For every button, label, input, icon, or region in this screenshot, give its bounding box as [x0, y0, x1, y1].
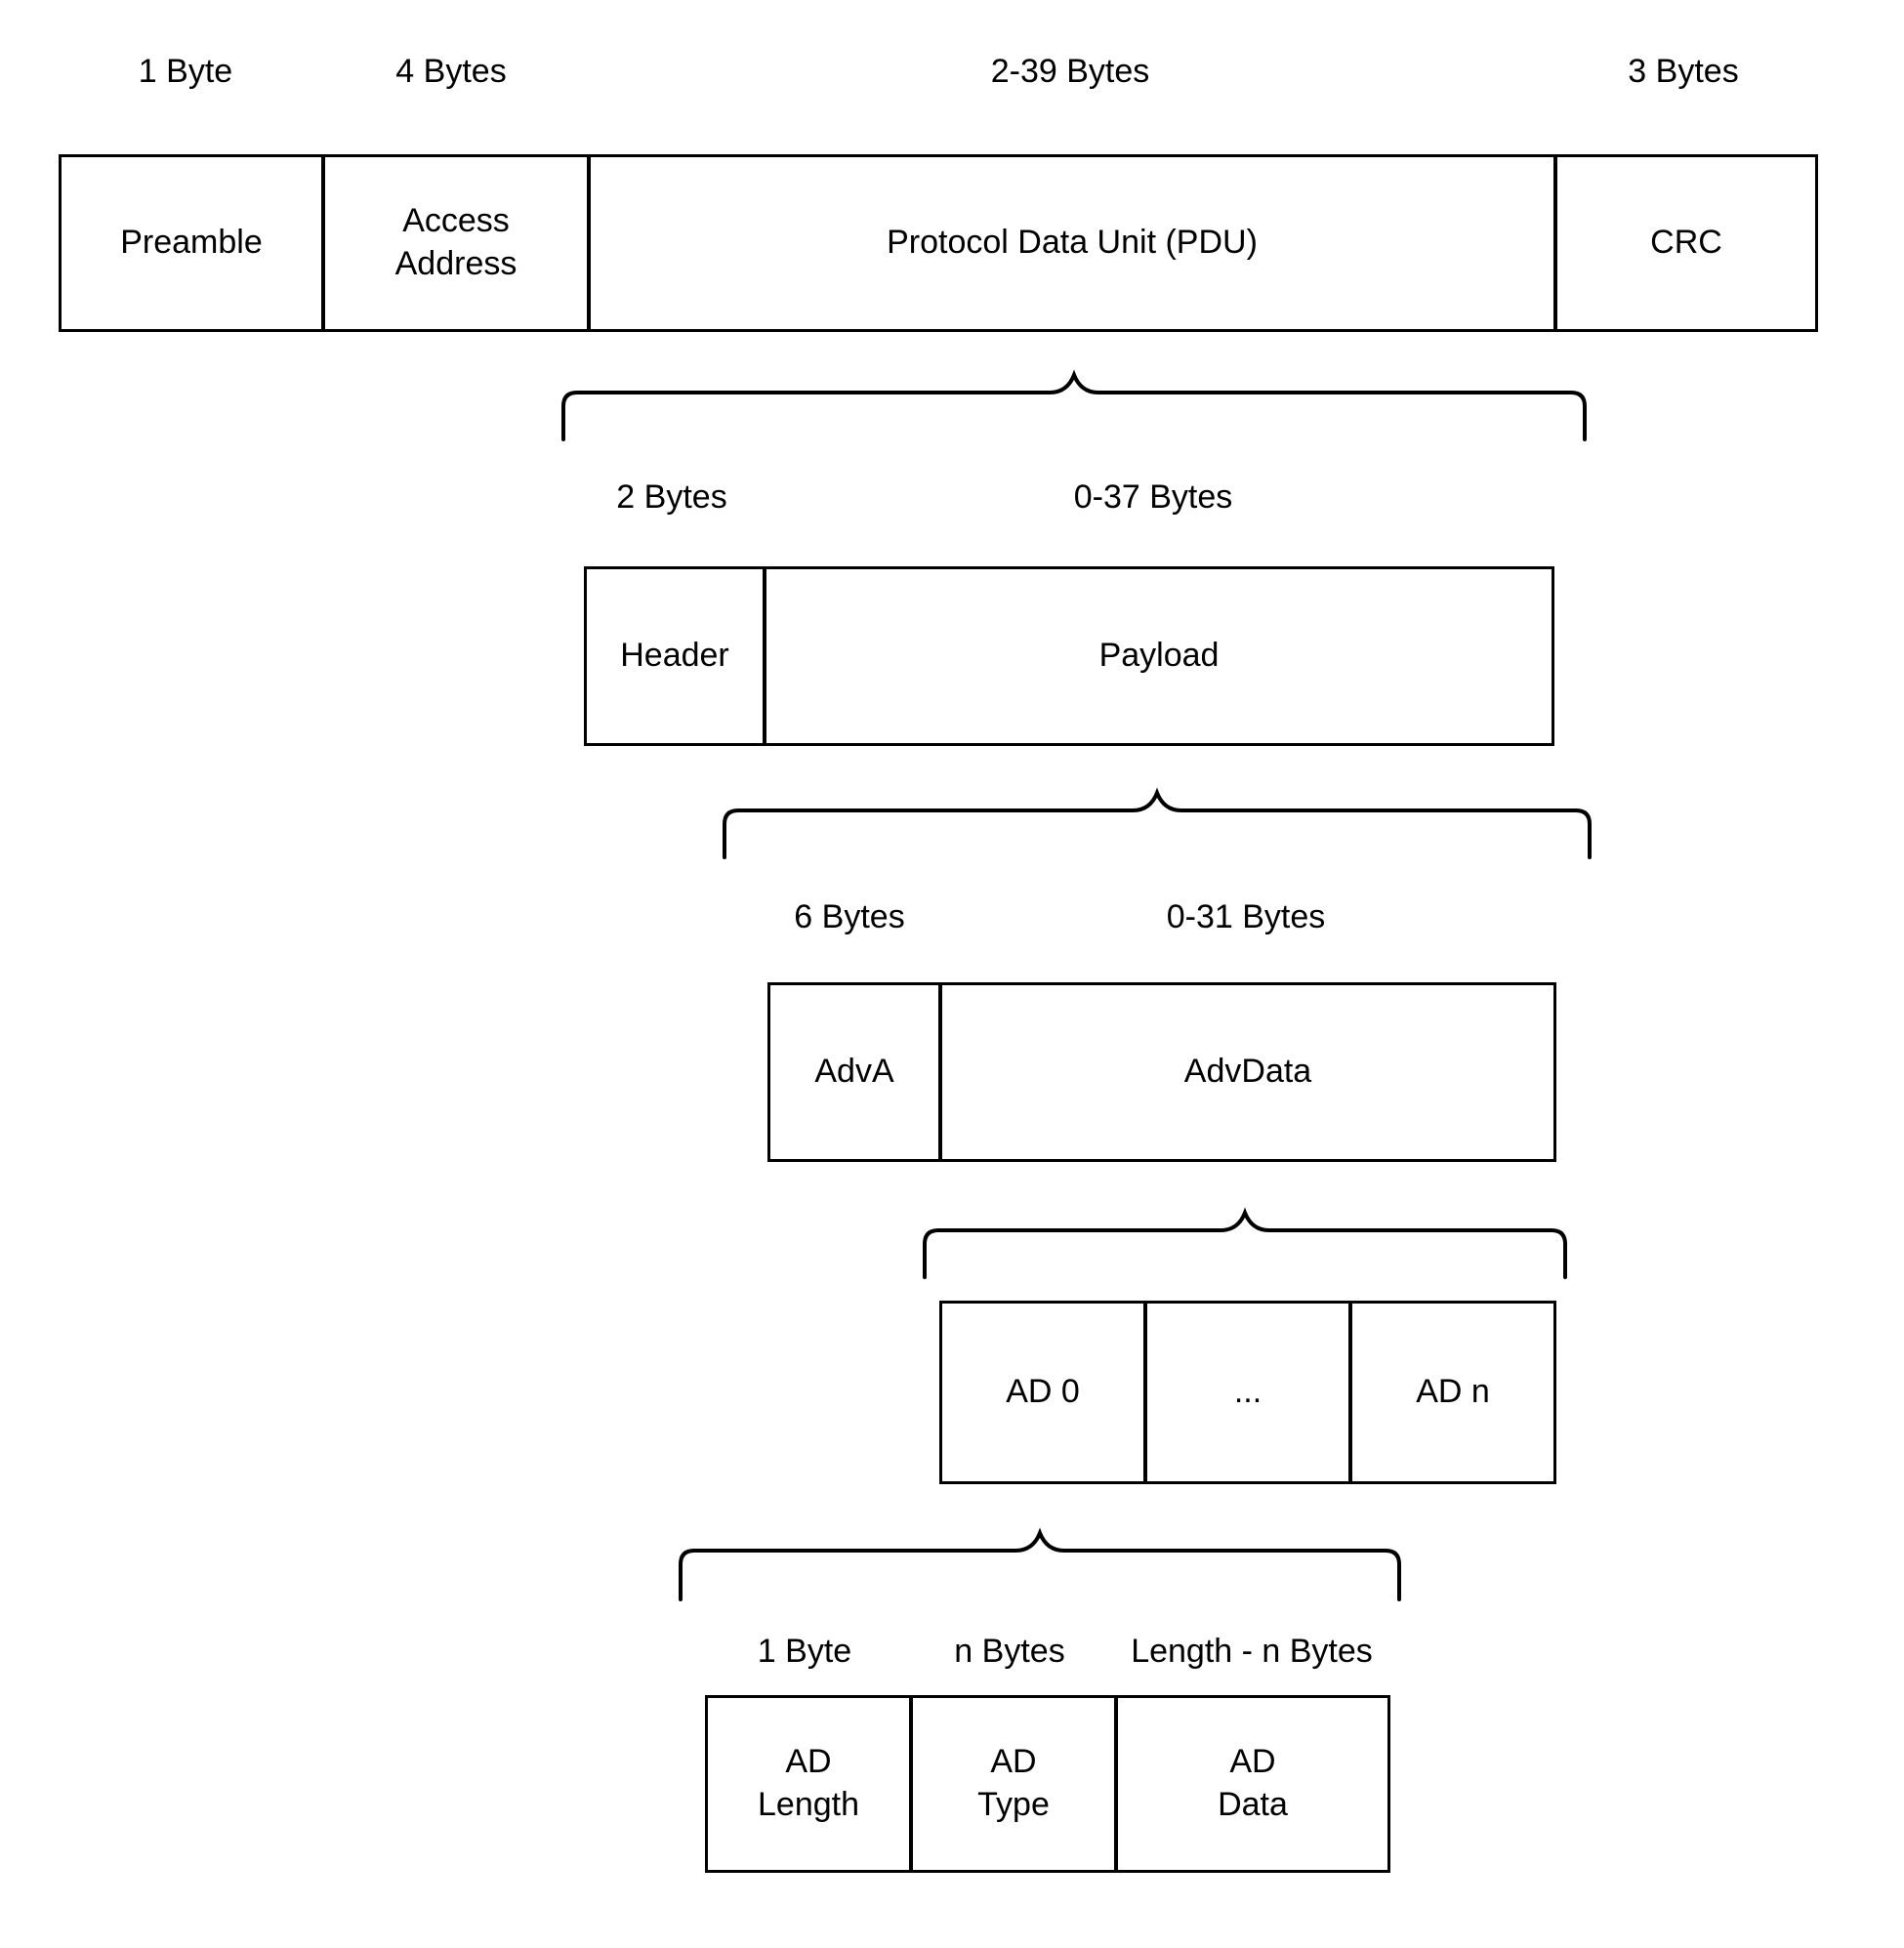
- field-protocol-data-unit: Protocol Data Unit (PDU): [588, 154, 1556, 332]
- size-label-crc: 3 Bytes: [1628, 53, 1739, 90]
- size-label-advdata: 0-31 Bytes: [1166, 898, 1326, 935]
- size-label-access-address: 4 Bytes: [395, 53, 507, 90]
- size-label-adva: 6 Bytes: [794, 898, 905, 935]
- field-access-address: Access Address: [322, 154, 590, 332]
- size-label-ad-type: n Bytes: [954, 1633, 1065, 1670]
- brace-advdata-expand: [918, 1207, 1572, 1279]
- size-label-header: 2 Bytes: [616, 478, 727, 516]
- field-ad-0: AD 0: [939, 1301, 1146, 1484]
- brace-payload-expand: [718, 787, 1596, 859]
- field-header: Header: [584, 566, 766, 746]
- field-payload: Payload: [764, 566, 1554, 746]
- field-adva: AdvA: [767, 982, 941, 1162]
- size-label-preamble: 1 Byte: [138, 53, 233, 90]
- field-ad-ellipsis: ...: [1144, 1301, 1351, 1484]
- size-label-ad-data: Length - n Bytes: [1131, 1633, 1373, 1670]
- field-preamble: Preamble: [59, 154, 324, 332]
- size-label-pdu: 2-39 Bytes: [990, 53, 1150, 90]
- field-ad-n: AD n: [1349, 1301, 1556, 1484]
- size-label-payload: 0-37 Bytes: [1073, 478, 1233, 516]
- brace-ad-expand: [674, 1527, 1406, 1601]
- size-label-ad-length: 1 Byte: [757, 1633, 852, 1670]
- field-ad-data: AD Data: [1115, 1695, 1390, 1873]
- field-ad-type: AD Type: [910, 1695, 1117, 1873]
- field-ad-length: AD Length: [705, 1695, 912, 1873]
- field-advdata: AdvData: [939, 982, 1556, 1162]
- field-crc: CRC: [1554, 154, 1818, 332]
- brace-pdu-expand: [557, 369, 1592, 441]
